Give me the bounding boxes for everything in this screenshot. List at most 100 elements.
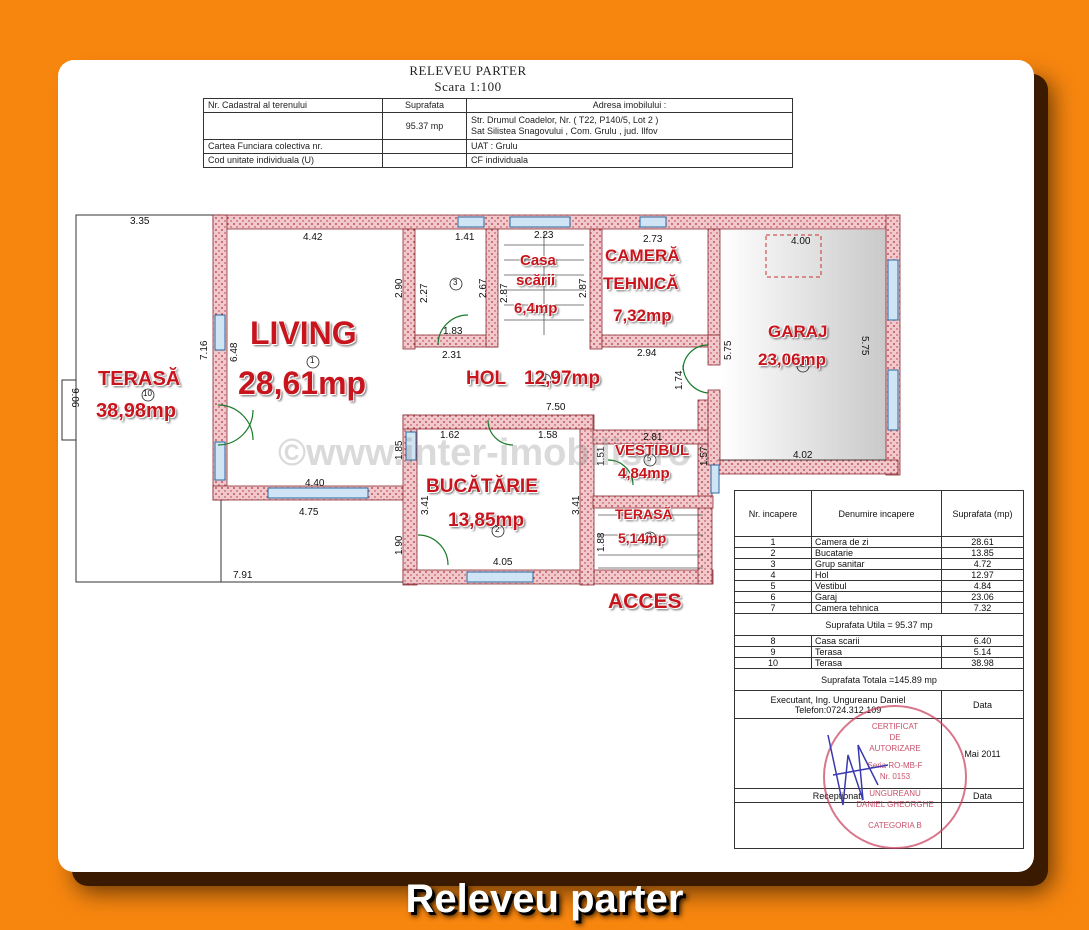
dim-2-81: 2.81 — [643, 432, 663, 443]
terrace-step — [61, 379, 77, 441]
label-terasa: TERASĂ — [98, 368, 181, 390]
room-number-7: 7 — [647, 532, 652, 541]
stairs — [504, 232, 703, 569]
dim-2-90: 2.90 — [394, 278, 405, 298]
label-terasa-2: TERASĂ — [615, 506, 673, 522]
stamp-name-2: DANIEL GHEORGHE — [856, 800, 934, 809]
dim-7-16: 7.16 — [199, 340, 210, 360]
room-number-6: 6 — [800, 360, 805, 369]
room-number-5: 5 — [647, 454, 652, 463]
dim-2-67: 2.67 — [478, 278, 489, 298]
dim-4-02: 4.02 — [793, 450, 813, 461]
dim-4-75: 4.75 — [299, 507, 319, 518]
dim-3-41b: 3.41 — [571, 495, 582, 515]
garage-floor — [720, 230, 890, 474]
dim-4-05: 4.05 — [493, 557, 513, 568]
dim-5-75-right: 5.75 — [859, 336, 870, 356]
address-line-2: Sat Silistea Snagovului , Com. Grulu , j… — [471, 126, 658, 136]
executant-name: Executant, Ing. Ungureanu Daniel — [770, 694, 906, 705]
room-number-1: 1 — [310, 356, 315, 365]
dim-1-62: 1.62 — [440, 430, 460, 441]
dim-1-41: 1.41 — [455, 232, 475, 243]
stamp-category: CATEGORIA B — [868, 821, 922, 830]
label-vestibul-area: 4,84mp — [618, 465, 670, 482]
dim-1-57: 1.57 — [699, 446, 710, 466]
usable-area-total: Suprafata Utila = 95.37 mp — [734, 613, 1024, 636]
dim-6-48: 6.48 — [229, 342, 240, 362]
dim-4-00: 4.00 — [791, 236, 811, 247]
label-garaj-area: 23,06mp — [758, 350, 827, 369]
dim-1-90: 1.90 — [394, 535, 405, 555]
authorization-stamp: CERTIFICAT DE AUTORIZARE Seria RO-MB-F N… — [823, 705, 967, 849]
drawing-sheet: RELEVEU PARTER Scara 1:100 Nr. Cadastral… — [58, 60, 1034, 872]
dim-4-40: 4.40 — [305, 478, 325, 489]
stamp-line-1: CERTIFICAT — [871, 722, 919, 731]
doors — [217, 314, 709, 566]
dim-1-83: 1.83 — [443, 326, 463, 337]
label-vestibul: VESTIBUL — [615, 442, 690, 459]
windows — [214, 216, 899, 583]
label-terasa-area: 38,98mp — [96, 400, 177, 422]
drawing-title: RELEVEU PARTER — [409, 63, 527, 78]
stamp-number: Nr. 0153 — [879, 772, 911, 781]
dim-9-06: 9.06 — [69, 388, 80, 408]
dim-5-75-left: 5.75 — [723, 340, 734, 360]
label-living-area: 28,61mp — [238, 365, 367, 401]
dim-4-42: 4.42 — [303, 232, 323, 243]
dim-3-41: 3.41 — [420, 495, 431, 515]
dim-2-87b: 2.87 — [578, 278, 589, 298]
dim-2-73: 2.73 — [643, 234, 663, 245]
watermark-text: ©www.inter-imobilis.ro — [278, 432, 691, 474]
terrace-outline — [75, 214, 222, 583]
cf-value: CF individuala — [466, 153, 793, 168]
dim-7-91: 7.91 — [233, 570, 253, 581]
dim-1-88: 1.88 — [596, 532, 607, 552]
dim-7-50: 7.50 — [546, 402, 566, 413]
address-line-1: Str. Drumul Coadelor, Nr. ( T22, P140/5,… — [471, 115, 659, 125]
label-living: LIVING — [250, 315, 357, 351]
label-casa-area: 6,4mp — [514, 300, 558, 317]
drawing-scale: Scara 1:100 — [434, 79, 502, 94]
dim-2-31: 2.31 — [442, 350, 462, 361]
rooms-header-nr: Nr. incapere — [734, 490, 812, 537]
dim-1-74: 1.74 — [674, 370, 685, 390]
label-hol-area: 12,97mp — [524, 368, 601, 389]
signature — [827, 734, 889, 806]
dim-3-35: 3.35 — [130, 216, 150, 227]
rooms-summary-table: Nr. incapere Denumire incapere Suprafata… — [734, 490, 1024, 849]
stamp-line-3: AUTORIZARE — [869, 744, 921, 753]
label-bucatarie: BUCĂTĂRIE — [426, 476, 538, 497]
label-tehnica: TEHNICĂ — [603, 274, 679, 293]
label-acces: ACCES — [608, 590, 682, 613]
dim-1-58: 1.58 — [538, 430, 558, 441]
label-scarii: scării — [516, 272, 556, 289]
room-number-2: 2 — [495, 525, 500, 534]
cadastral-info-table: Nr. Cadastral al terenului Suprafata Adr… — [203, 98, 793, 168]
rooms-header-name: Denumire incapere — [811, 490, 942, 537]
label-casa: Casa — [520, 252, 556, 269]
total-area: Suprafata Totala =145.89 mp — [734, 668, 1024, 691]
room-number-4: 4 — [542, 374, 547, 383]
room-number-3: 3 — [453, 278, 458, 287]
floor-plan — [61, 214, 901, 586]
dim-2-27: 2.27 — [419, 283, 430, 303]
executant-phone: Telefon:0724.312.109 — [794, 704, 882, 715]
stamp-name-1: UNGUREANU — [869, 789, 921, 798]
dim-2-94: 2.94 — [637, 348, 657, 359]
dim-2-23: 2.23 — [534, 230, 554, 241]
label-terasa-2-area: 5,14mp — [618, 530, 667, 546]
label-garaj: GARAJ — [768, 322, 828, 341]
label-camera: CAMERĂ — [605, 246, 680, 265]
data-header: Data — [941, 690, 1024, 719]
footer-title: Releveu parter — [405, 877, 684, 921]
dim-2-87a: 2.87 — [499, 283, 510, 303]
drawing-header: RELEVEU PARTER Scara 1:100 — [368, 63, 568, 95]
stamp-series: Seria RO-MB-F — [867, 761, 923, 770]
label-hol: HOL — [466, 368, 507, 389]
